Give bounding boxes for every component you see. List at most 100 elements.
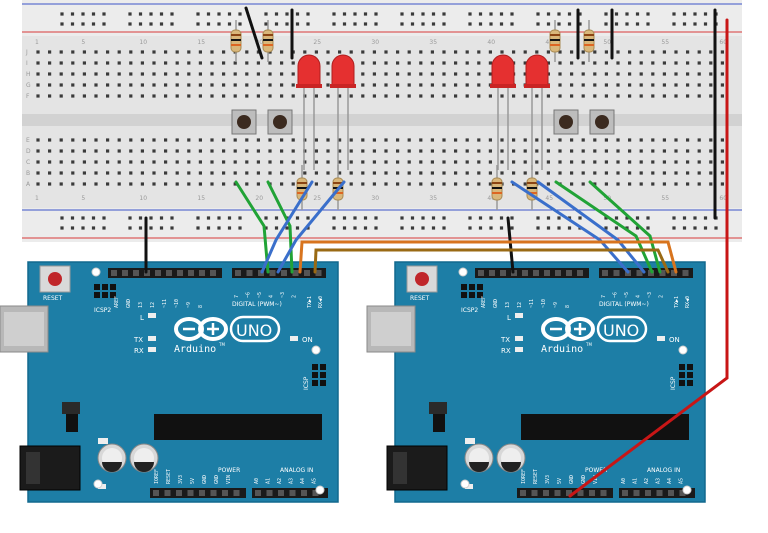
pin-label: 7 bbox=[601, 295, 607, 298]
breadboard-row-letter: F bbox=[26, 93, 30, 100]
pin-label: GND bbox=[202, 475, 208, 484]
pin-label: 12 bbox=[150, 302, 156, 308]
breadboard-row-letter: I bbox=[26, 60, 28, 67]
pin-label: ~11 bbox=[162, 299, 168, 308]
breadboard-row-letter: G bbox=[26, 82, 31, 89]
pin-label: A1 bbox=[633, 478, 639, 484]
breadboard-column-number: 10 bbox=[139, 39, 147, 46]
breadboard-column-number: 50 bbox=[603, 39, 611, 46]
pin-label: ~10 bbox=[541, 299, 547, 308]
wires bbox=[144, 6, 729, 498]
reset-label: RESET bbox=[43, 295, 63, 302]
breadboard-column-number: 35 bbox=[429, 195, 437, 202]
breadboard-column-number: 45 bbox=[545, 39, 553, 46]
breadboard-row-letter: D bbox=[26, 148, 31, 155]
voltage-regulator bbox=[66, 414, 78, 432]
pin-label: A0 bbox=[621, 478, 627, 484]
trademark-label: TM bbox=[218, 342, 225, 347]
atmega-chip bbox=[154, 414, 322, 440]
breadboard-column-number: 35 bbox=[429, 39, 437, 46]
push-button[interactable] bbox=[231, 109, 257, 135]
pin-label: 8 bbox=[198, 305, 204, 308]
mounting-hole bbox=[678, 345, 688, 355]
push-button[interactable] bbox=[553, 109, 579, 135]
led-red bbox=[490, 54, 516, 170]
pin-label: 8 bbox=[565, 305, 571, 308]
wire-green bbox=[588, 180, 662, 274]
breadboard-column-number: 25 bbox=[313, 195, 321, 202]
breadboard-column-number: 60 bbox=[719, 39, 727, 46]
reset-button-cap[interactable] bbox=[415, 272, 429, 286]
breadboard-column-number: 45 bbox=[545, 195, 553, 202]
analog-label: ANALOG IN bbox=[647, 467, 680, 474]
power-label: POWER bbox=[585, 467, 607, 474]
uno-badge bbox=[596, 315, 648, 343]
pin-label: A3 bbox=[656, 478, 662, 484]
mounting-hole bbox=[682, 485, 692, 495]
center-channel bbox=[22, 114, 742, 126]
wire-blue bbox=[260, 180, 314, 274]
reset-button-cap[interactable] bbox=[48, 272, 62, 286]
rx-pin-label: RX◀0 bbox=[318, 296, 324, 308]
resistor bbox=[491, 165, 503, 210]
analog-label: ANALOG IN bbox=[280, 467, 313, 474]
pin-label: 7 bbox=[234, 295, 240, 298]
led-red bbox=[524, 54, 550, 170]
breadboard-column-number: 5 bbox=[81, 39, 85, 46]
wire-blue bbox=[510, 180, 630, 274]
wire-brown bbox=[313, 248, 670, 274]
led-label-tx: TX bbox=[500, 336, 510, 344]
breadboard-column-number: 5 bbox=[81, 195, 85, 202]
breadboard-row-letter: J bbox=[25, 49, 28, 56]
led-label-l: L bbox=[507, 314, 511, 322]
mounting-hole bbox=[311, 345, 321, 355]
pin-label: RESET bbox=[166, 469, 172, 484]
breadboard-column-number: 40 bbox=[487, 39, 495, 46]
trademark-label: TM bbox=[585, 342, 592, 347]
power-label: POWER bbox=[218, 467, 240, 474]
power-header bbox=[517, 488, 613, 498]
pin-label: ~11 bbox=[529, 299, 535, 308]
breadboard-column-number: 10 bbox=[139, 195, 147, 202]
pin-label: A3 bbox=[289, 478, 295, 484]
pin-label: ~3 bbox=[280, 292, 286, 298]
push-button[interactable] bbox=[589, 109, 615, 135]
led-label-rx: RX bbox=[501, 347, 511, 355]
breadboard-column-number: 30 bbox=[371, 195, 379, 202]
breadboard-row-letter: B bbox=[26, 170, 30, 177]
arduino-logo bbox=[174, 317, 228, 341]
mounting-hole bbox=[91, 267, 101, 277]
pin-label: IOREF bbox=[154, 469, 160, 484]
pin-label: 4 bbox=[269, 295, 275, 298]
push-button[interactable] bbox=[267, 109, 293, 135]
mounting-hole bbox=[458, 267, 468, 277]
led-label-rx: RX bbox=[134, 347, 144, 355]
breadboard-column-number: 20 bbox=[255, 195, 263, 202]
resistor bbox=[549, 20, 561, 62]
pin-label: ~6 bbox=[613, 292, 619, 298]
pin-label: 2 bbox=[292, 295, 298, 298]
breadboard-holes bbox=[36, 12, 724, 230]
pin-label: A5 bbox=[679, 478, 685, 484]
pin-label: 2 bbox=[659, 295, 665, 298]
arduino-logo bbox=[541, 317, 595, 341]
uno-badge bbox=[229, 315, 281, 343]
pin-label: A2 bbox=[277, 478, 283, 484]
pin-label: 4 bbox=[636, 295, 642, 298]
breadboard-column-number: 30 bbox=[371, 39, 379, 46]
pin-label: 3V3 bbox=[545, 475, 551, 484]
rx-pin-label: RX◀0 bbox=[685, 296, 691, 308]
pin-label: A4 bbox=[667, 478, 673, 484]
on-label: ON bbox=[302, 336, 313, 344]
breadboard-column-number: 55 bbox=[661, 195, 669, 202]
pin-label: ~6 bbox=[246, 292, 252, 298]
breadboard-column-number: 1 bbox=[35, 195, 39, 202]
icsp-label: ICSP bbox=[303, 376, 310, 390]
pin-label: IOREF bbox=[521, 469, 527, 484]
capacitor bbox=[496, 443, 526, 473]
resistor bbox=[230, 20, 242, 62]
pin-label: A0 bbox=[254, 478, 260, 484]
pin-label: ~5 bbox=[624, 292, 630, 298]
